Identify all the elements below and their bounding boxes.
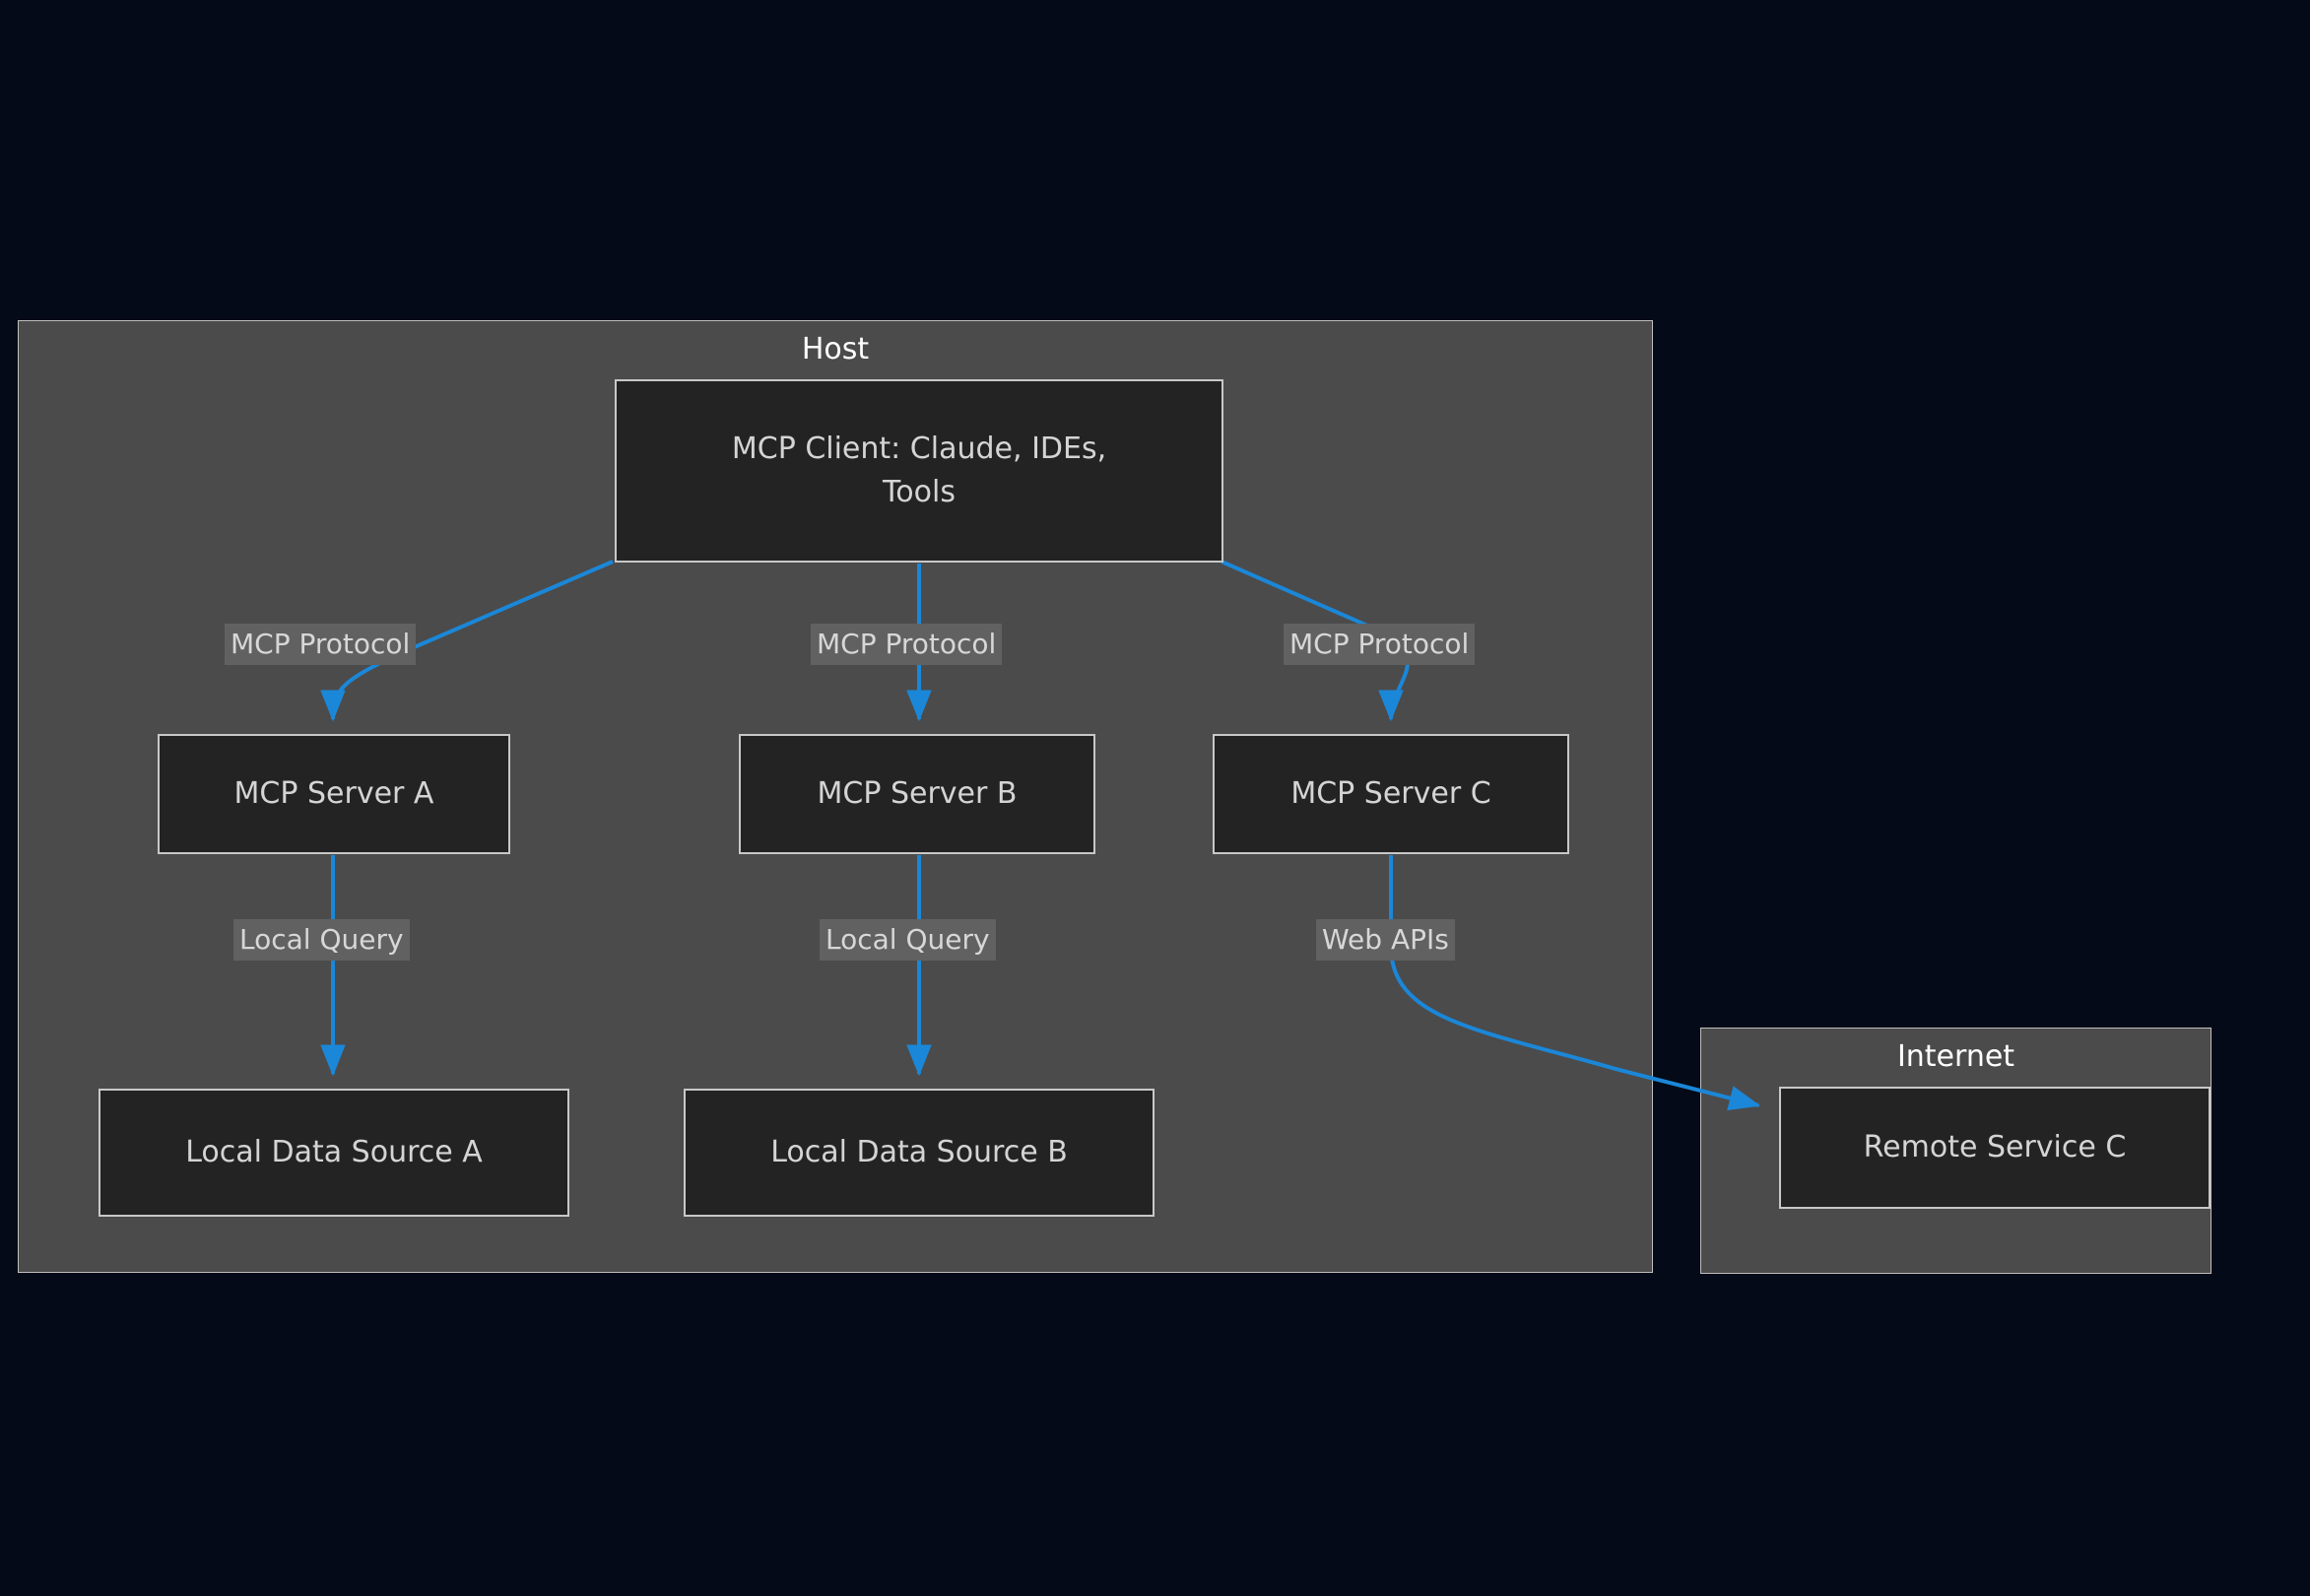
node-mcp-server-c-label: MCP Server C xyxy=(1290,776,1491,811)
edge-label-web-apis: Web APIs xyxy=(1316,919,1455,961)
node-mcp-server-a[interactable]: MCP Server A xyxy=(158,734,510,854)
node-local-data-source-b[interactable]: Local Data Source B xyxy=(684,1089,1155,1217)
subgraph-internet-title: Internet xyxy=(1896,1039,2015,1074)
edge-label-mcp-protocol-a: MCP Protocol xyxy=(225,624,417,665)
node-mcp-server-b[interactable]: MCP Server B xyxy=(739,734,1095,854)
edge-label-mcp-protocol-c: MCP Protocol xyxy=(1284,624,1476,665)
node-mcp-client[interactable]: MCP Client: Claude, IDEs, Tools xyxy=(615,379,1223,563)
node-mcp-server-a-label: MCP Server A xyxy=(233,776,434,811)
node-remote-service-c-label: Remote Service C xyxy=(1863,1130,2127,1164)
edge-label-mcp-protocol-b: MCP Protocol xyxy=(811,624,1003,665)
node-mcp-client-line2: Tools xyxy=(883,475,956,509)
node-mcp-client-line1: MCP Client: Claude, IDEs, xyxy=(731,432,1107,466)
node-local-data-source-a[interactable]: Local Data Source A xyxy=(99,1089,569,1217)
node-mcp-server-c[interactable]: MCP Server C xyxy=(1213,734,1569,854)
node-local-data-source-a-label: Local Data Source A xyxy=(185,1135,483,1169)
edge-label-local-query-a: Local Query xyxy=(233,919,410,961)
subgraph-host-title: Host xyxy=(801,332,870,366)
edge-label-local-query-b: Local Query xyxy=(820,919,996,961)
node-local-data-source-b-label: Local Data Source B xyxy=(770,1135,1068,1169)
node-remote-service-c[interactable]: Remote Service C xyxy=(1779,1087,2211,1209)
node-mcp-server-b-label: MCP Server B xyxy=(817,776,1018,811)
